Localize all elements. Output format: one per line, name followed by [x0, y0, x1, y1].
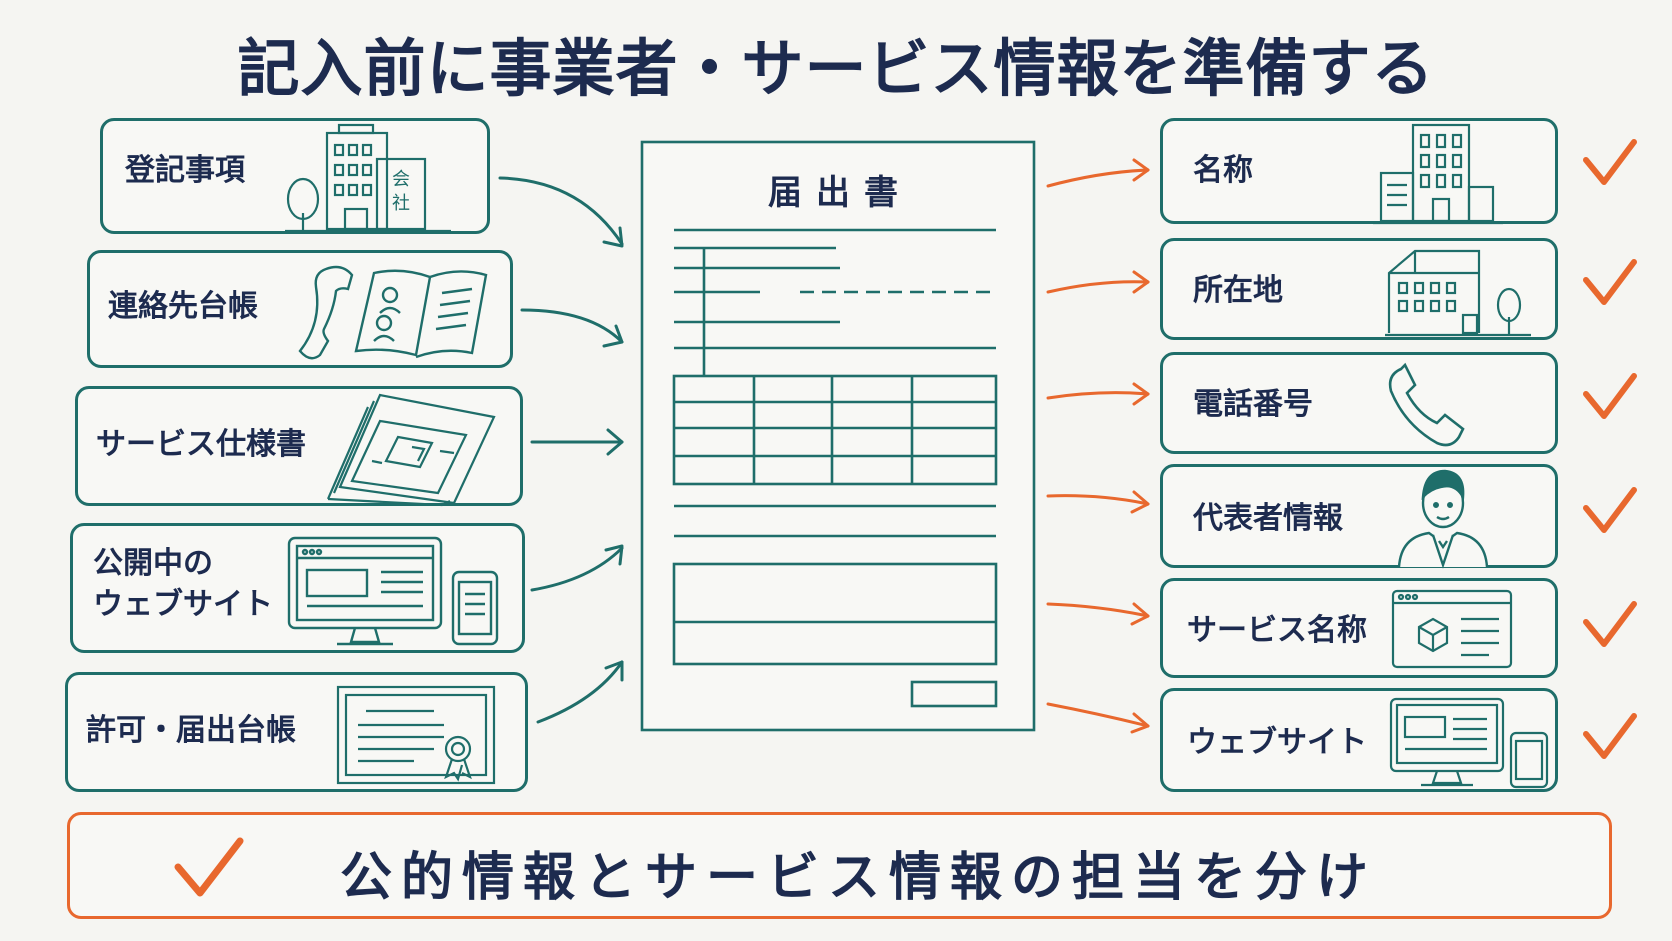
field-box-representative: 代表者情報	[1160, 464, 1558, 569]
arrow-phone	[1046, 391, 1150, 400]
arrow-website-r	[1046, 702, 1150, 728]
page-title: 記入前に事業者・サービス情報を準備する	[237, 32, 1435, 105]
source-label: 登記事項	[125, 153, 245, 188]
phone-address-book-icon	[298, 265, 488, 360]
svg-text:社: 社	[392, 193, 410, 214]
field-box-service-name: サービス名称	[1160, 578, 1558, 678]
source-box-registry: 登記事項 会 社	[100, 118, 490, 234]
arrow-contacts	[520, 308, 624, 344]
source-box-contacts: 連絡先台帳	[87, 250, 513, 368]
arrow-permits	[536, 660, 624, 724]
monitor-tablet-icon	[1389, 697, 1549, 789]
field-box-name: 名称	[1160, 118, 1558, 225]
field-label: サービス名称	[1187, 613, 1367, 648]
check-icon	[1583, 487, 1637, 533]
arrow-website	[530, 546, 624, 592]
field-label: 電話番号	[1193, 387, 1313, 422]
field-label: 代表者情報	[1193, 501, 1343, 536]
source-box-spec: サービス仕様書	[75, 386, 523, 507]
field-box-address: 所在地	[1160, 238, 1558, 340]
check-icon	[1583, 373, 1637, 419]
arrow-service	[1046, 602, 1150, 618]
check-icon	[1583, 259, 1637, 305]
arrow-name	[1046, 168, 1150, 188]
footer-text: 公的情報とサービス情報の担当を分け	[340, 848, 1378, 908]
source-box-website: 公開中の ウェブサイト	[70, 523, 525, 653]
source-label: 連絡先台帳	[108, 289, 258, 324]
check-icon	[174, 837, 244, 897]
source-box-permits: 許可・届出台帳	[65, 672, 528, 792]
certificate-icon	[336, 685, 496, 785]
service-window-icon	[1391, 589, 1513, 669]
building-icon	[1373, 123, 1503, 225]
source-label: 許可・届出台帳	[86, 713, 296, 748]
field-label: ウェブサイト	[1187, 725, 1367, 760]
check-icon	[1583, 139, 1637, 185]
check-icon	[1583, 601, 1637, 647]
field-label: 所在地	[1193, 273, 1283, 308]
office-tree-icon	[1385, 249, 1531, 337]
footer-banner: 公的情報とサービス情報の担当を分け	[67, 812, 1612, 919]
field-box-phone: 電話番号	[1160, 352, 1558, 454]
document-title: 届出書	[768, 173, 912, 213]
phone-icon	[1388, 362, 1465, 447]
company-building-icon: 会 社	[285, 123, 451, 233]
arrow-registry	[498, 176, 624, 246]
source-label: サービス仕様書	[96, 427, 306, 462]
person-icon	[1397, 469, 1489, 569]
field-box-website: ウェブサイト	[1160, 688, 1558, 792]
field-label: 名称	[1193, 153, 1253, 188]
arrow-rep	[1046, 494, 1150, 506]
check-icon	[1583, 713, 1637, 759]
source-label: 公開中の ウェブサイト	[93, 546, 273, 622]
blueprint-stack-icon	[326, 393, 496, 507]
svg-text:会: 会	[392, 169, 410, 190]
arrow-address	[1046, 280, 1150, 294]
monitor-tablet-icon	[287, 536, 499, 646]
